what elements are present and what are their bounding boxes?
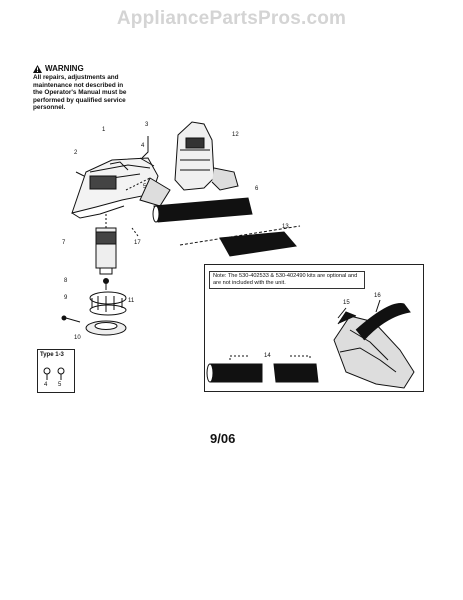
type-box: Type 1-3 (37, 349, 75, 393)
tube-14-right (273, 363, 319, 383)
callout-4: 4 (141, 143, 145, 149)
type-box-label: Type 1-3 (40, 352, 64, 358)
blower-tube-6 (152, 197, 253, 223)
blower-housing (71, 157, 159, 219)
warning-title: WARNING (45, 64, 84, 73)
revision-date: 9/06 (210, 431, 236, 446)
collection-bag (333, 303, 415, 389)
callout-6: 6 (255, 186, 259, 192)
warning-block: WARNING All repairs, adjustments and mai… (33, 64, 133, 112)
tube-14-left (206, 363, 263, 383)
callout-1: 1 (102, 127, 106, 133)
warning-triangle-icon (33, 64, 42, 73)
callout-17: 17 (134, 240, 141, 246)
blower-tube-13 (219, 231, 297, 257)
callout-15: 15 (343, 300, 350, 306)
callout-8: 8 (64, 278, 68, 284)
warning-title-row: WARNING (33, 64, 133, 73)
callout-3: 3 (145, 122, 149, 128)
warning-body: All repairs, adjustments and maintenance… (33, 74, 127, 112)
callout-13: 13 (282, 224, 289, 230)
optional-kits-box: Note: The 530-402533 & 530-402490 kits a… (204, 264, 424, 392)
callout-16: 16 (374, 293, 381, 299)
motor-housing (174, 121, 239, 191)
callout-10: 10 (74, 335, 81, 341)
callout-type-4: 4 (44, 382, 48, 388)
kit-note: Note: The 530-402533 & 530-402490 kits a… (209, 271, 365, 289)
callout-7: 7 (62, 240, 66, 246)
callout-12: 12 (232, 132, 239, 138)
callout-14: 14 (264, 353, 271, 359)
watermark: AppliancePartsPros.com (116, 8, 347, 29)
callout-5: 5 (143, 184, 147, 190)
callout-9: 9 (64, 295, 68, 301)
callout-2: 2 (74, 150, 78, 156)
type-box-hardware (43, 367, 65, 380)
impeller-assembly (61, 227, 127, 336)
callout-type-5: 5 (58, 382, 62, 388)
callout-11: 11 (128, 298, 135, 304)
